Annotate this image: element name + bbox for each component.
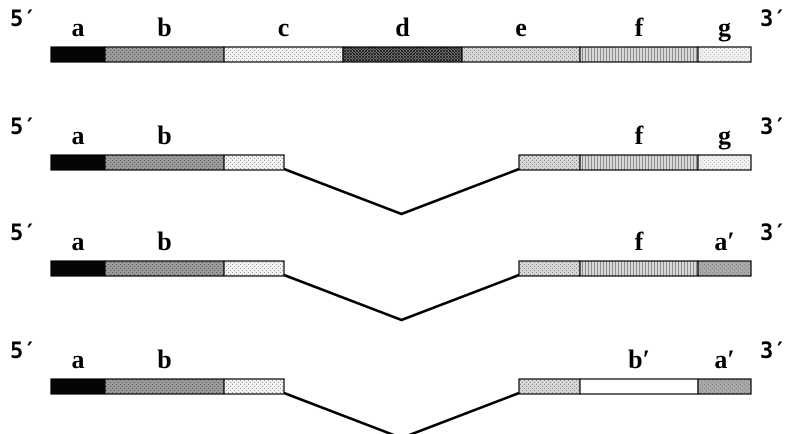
exon-a-block	[50, 378, 106, 395]
exon-c-label: c	[278, 13, 290, 42]
exon-f-label: f	[635, 13, 644, 42]
exon-a-label: a	[72, 13, 85, 42]
transcript-row-1: 5′ 3′ a b c d e f g	[10, 7, 787, 63]
exon-f-label: f	[635, 227, 644, 256]
exon-c-block	[223, 46, 344, 63]
five-prime-label: 5′	[10, 7, 37, 32]
exon-f-block	[579, 154, 699, 171]
splice-junction-line	[283, 273, 520, 322]
exon-f-label: f	[635, 121, 644, 150]
exon-d-block	[342, 46, 463, 63]
three-prime-label: 3′	[760, 7, 787, 32]
exon-a-label: a	[72, 121, 85, 150]
exon-c-block	[223, 378, 285, 395]
exon-e-label: e	[515, 13, 527, 42]
exon-g-label: a′	[714, 345, 734, 374]
exon-d-label: d	[395, 13, 410, 42]
exon-c-block	[223, 260, 285, 277]
exon-b-block	[104, 46, 225, 63]
exon-g-block	[697, 46, 752, 63]
exon-e-block	[518, 378, 581, 395]
five-prime-label: 5′	[10, 221, 37, 246]
five-prime-label: 5′	[10, 115, 37, 140]
exon-a-block	[50, 46, 106, 63]
transcript-row-4: 5′ 3′ a b b′ a′	[10, 339, 787, 434]
exon-b-label: b	[157, 13, 171, 42]
exon-a-label: a	[72, 227, 85, 256]
exon-g-block	[697, 154, 752, 171]
exon-g-block	[697, 378, 752, 395]
exon-g-label: a′	[714, 227, 734, 256]
exon-b-block	[104, 378, 225, 395]
splice-junction-line	[283, 391, 520, 434]
exon-g-block	[697, 260, 752, 277]
three-prime-label: 3′	[760, 221, 787, 246]
exon-c-block	[223, 154, 285, 171]
exon-a-label: a	[72, 345, 85, 374]
exon-f-block	[579, 378, 699, 395]
exon-a-block	[50, 154, 106, 171]
exon-f-block	[579, 260, 699, 277]
three-prime-label: 3′	[760, 339, 787, 364]
transcript-row-3: 5′ 3′ a b f a′	[10, 221, 787, 322]
exon-g-label: g	[718, 121, 731, 150]
exon-e-block	[518, 260, 581, 277]
exon-b-block	[104, 154, 225, 171]
exon-b-label: b	[157, 345, 171, 374]
five-prime-label: 5′	[10, 339, 37, 364]
exon-f-label: b′	[628, 345, 650, 374]
splice-junction-line	[283, 167, 520, 216]
exon-e-block	[461, 46, 581, 63]
exon-f-block	[579, 46, 699, 63]
exon-b-label: b	[157, 227, 171, 256]
exon-b-label: b	[157, 121, 171, 150]
transcript-row-2: 5′ 3′ a b f g	[10, 115, 787, 216]
exon-a-block	[50, 260, 106, 277]
exon-e-block	[518, 154, 581, 171]
exon-b-block	[104, 260, 225, 277]
exon-g-label: g	[718, 13, 731, 42]
three-prime-label: 3′	[760, 115, 787, 140]
